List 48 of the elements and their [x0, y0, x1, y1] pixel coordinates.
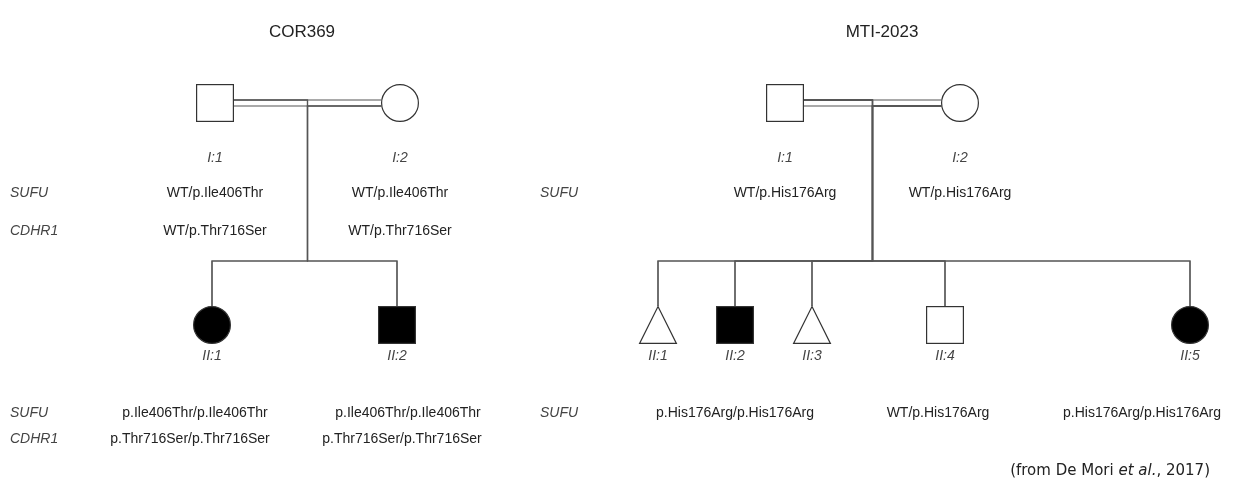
descent-line — [306, 105, 398, 307]
genotype-text: WT/p.Thr716Ser — [163, 221, 267, 239]
individual-id: I:2 — [952, 148, 968, 166]
individual-id: I:2 — [392, 148, 408, 166]
genotype-text: p.His176Arg/p.His176Arg — [1063, 403, 1221, 421]
triangle-symbol — [793, 306, 831, 344]
gene-label: SUFU — [540, 403, 579, 421]
source-caption: (from De Mori et al., 2017) — [1010, 461, 1210, 479]
square-symbol — [766, 84, 804, 122]
individual-id: II:5 — [1180, 346, 1200, 364]
genotype-text: p.Thr716Ser/p.Thr716Ser — [110, 429, 270, 447]
gene-label: SUFU — [540, 183, 579, 201]
square-symbol — [926, 306, 964, 344]
individual-id: II:1 — [202, 346, 222, 364]
consanguineous-mating-line — [803, 99, 942, 107]
genotype-text: WT/p.His176Arg — [733, 183, 837, 201]
circle-symbol — [1171, 306, 1209, 344]
genotype-text: WT/p.His176Arg — [886, 403, 990, 421]
individual-id: II:2 — [387, 346, 407, 364]
gene-label: CDHR1 — [10, 221, 59, 239]
individual-id: II:2 — [725, 346, 745, 364]
gene-label: SUFU — [10, 183, 49, 201]
pedigree-title: MTI-2023 — [845, 22, 919, 42]
genotype-text: WT/p.His176Arg — [908, 183, 1012, 201]
gene-label: CDHR1 — [10, 429, 59, 447]
genotype-text: p.Ile406Thr/p.Ile406Thr — [122, 403, 268, 421]
genotype-text: WT/p.Ile406Thr — [166, 183, 264, 201]
individual-id: II:3 — [802, 346, 822, 364]
circle-symbol — [193, 306, 231, 344]
gene-label: SUFU — [10, 403, 49, 421]
individual-id: I:1 — [207, 148, 223, 166]
individual-id: II:4 — [935, 346, 955, 364]
genotype-text: p.His176Arg/p.His176Arg — [656, 403, 814, 421]
descent-line — [871, 105, 1191, 307]
triangle-symbol — [639, 306, 677, 344]
genotype-text: p.Ile406Thr/p.Ile406Thr — [335, 403, 481, 421]
genotype-text: WT/p.Thr716Ser — [348, 221, 452, 239]
square-symbol — [716, 306, 754, 344]
square-symbol — [196, 84, 234, 122]
individual-id: I:1 — [777, 148, 793, 166]
circle-symbol — [941, 84, 979, 122]
genotype-text: WT/p.Ile406Thr — [351, 183, 449, 201]
circle-symbol — [381, 84, 419, 122]
square-symbol — [378, 306, 416, 344]
pedigree-title: COR369 — [268, 22, 336, 42]
individual-id: II:1 — [648, 346, 668, 364]
genotype-text: p.Thr716Ser/p.Thr716Ser — [322, 429, 482, 447]
consanguineous-mating-line — [233, 99, 382, 107]
